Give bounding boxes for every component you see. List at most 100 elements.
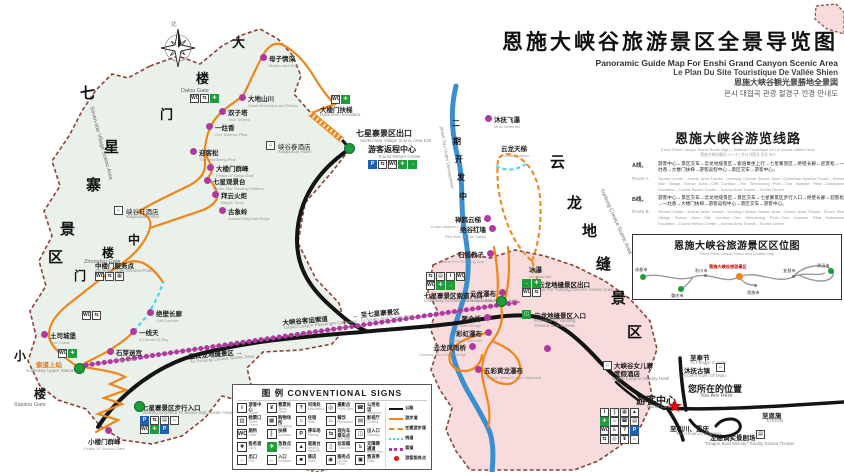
region-character: 景 [611,290,627,307]
scenic-spot-dot [203,176,211,184]
location-city-label: 重庆市 [671,293,684,298]
facility-icon: ⌂ [266,141,275,150]
legend-item-cn: 售票处 [278,402,291,407]
region-character: 楼 [196,71,210,86]
facility-icons: ⌂ [716,363,725,372]
map-label: Walking Entrance To Seven-Star Scenic Ar… [142,410,233,415]
facility-icon: ✚ [436,281,445,290]
legend-lines: 公路游步道在建游步道栈道索道游客服务点 [385,403,427,468]
legend-item-en: Telephone [366,411,382,416]
map-label: 度假酒店 [614,371,640,378]
legend-item-icon: ¥ [266,403,277,413]
route-text: 游客中心→景区交车→云龙地缝景区→索道乘坐上行→七星寨景区→绝壁长廊→迎客松→一… [658,161,844,173]
legend-item-cn: 急救点 [278,441,291,446]
map-label: You Are Here [700,393,733,399]
facility-icon: ⇆ [378,160,387,169]
facility-icons: WC⇆▦ [95,272,124,281]
routes-subtitle: Enshi Grand Canyon Tourist Route Map | L… [661,148,815,152]
scenic-spot-name: 一炷香 [215,125,235,132]
map-label: 七星寨景区索道入口 [424,293,483,300]
compass-icon [160,28,196,68]
map-label: 北 [171,22,177,28]
facility-icon: ⇆ [600,435,609,444]
roads [96,138,844,442]
facility-icon: ✚ [532,279,541,288]
legend-line-row: 栈道 [389,433,427,443]
legend-title: 图 例 CONVENTIONAL SIGNS [237,387,427,401]
legend-line-label: 公路 [405,405,414,410]
scenic-spot-name-en: Crane-shaped Cloud Ladder [430,224,481,229]
map-subtitle-kr: 은시 대협곡 관광 절경구 전경 안내도 [724,89,838,98]
region-character: 楼 [34,387,47,401]
facility-icon: ⌂ [603,361,612,370]
scenic-spot-name: 石芽迷宫 [116,350,142,357]
legend-item-cn: 检票口 [248,415,262,420]
facility-icon: ✚ [600,417,609,426]
facility-icons: WC⇆ [522,288,541,297]
map-label: 七星寨景区步行入口 [142,405,201,412]
map-label: 至奉节 [690,355,710,362]
facility-icon: WC [82,311,91,320]
map-label: To Fengjie County [690,360,727,365]
legend-item-icon: ▯ [325,442,336,452]
map-label: 龙船调实景剧场 [710,435,756,442]
scenic-spot-name-en: Peaks Of Xiaolou Gate [84,446,125,451]
facility-icon: ▦ [620,408,629,417]
scenic-spot-dot [129,327,137,335]
scenic-spot-dot [543,344,551,352]
legend-item-icon: ▥ [237,416,247,426]
legend-item-en: Gateway [366,432,380,437]
legend-item-cn: 停车场 [307,428,321,433]
region-character: 七 [80,85,96,102]
region-character: 景 [60,221,76,238]
scenic-spot-dot [146,308,154,316]
map-label: 大楼门扶梯 [320,107,353,114]
legend-item-en: Tourist Center [248,411,259,419]
location-subtitle: Enshi Grand Canyon Scenic Area Location … [699,252,775,256]
legend-item-cn: 影视厅 [366,415,380,420]
region-character: 地 [582,223,598,240]
map-label: 中楼门服务点 [95,263,134,270]
region-character: 中 [459,192,467,201]
route-text: Tourist Center→Scenic Area Transit→Yunlo… [658,209,844,226]
scenic-spot-name-en: Yunlong Wind-Rain Bridge [419,352,466,357]
location-city-dot [640,274,646,280]
scenic-spot-dot [468,342,476,350]
legend-line-label: 游步道 [405,415,418,420]
legend-item-en: Photo Spot [337,406,354,411]
map-label: Daloumen Escalator [320,112,361,117]
scenic-spot-name: 沐抚飞瀑 [494,117,520,124]
scenic-spot-name-en: Ice Waterfall [529,274,552,279]
region-character: 门 [160,107,174,122]
map-label: Xiaguchun Hotel [278,149,312,154]
legend-item-icon: P [296,429,307,439]
legend-title-en: CONVENTIONAL SIGNS [287,388,403,398]
legend-item-cn: 厕所 [248,428,258,433]
facility-icon: ▦ [115,272,124,281]
facility-icon: ♿ [610,426,619,435]
title-block: 恩施大峡谷旅游景区全景导览图 Panoramic Guide Map For E… [408,26,838,99]
region-character: 龙 [567,195,583,212]
location-city-label: 武汉市 [817,263,830,268]
map-subtitle-en: Panoramic Guide Map For Enshi Grand Cany… [595,58,838,68]
legend-item-icon: ▤ [355,416,366,426]
legend-line-row: 公路 [389,403,427,413]
